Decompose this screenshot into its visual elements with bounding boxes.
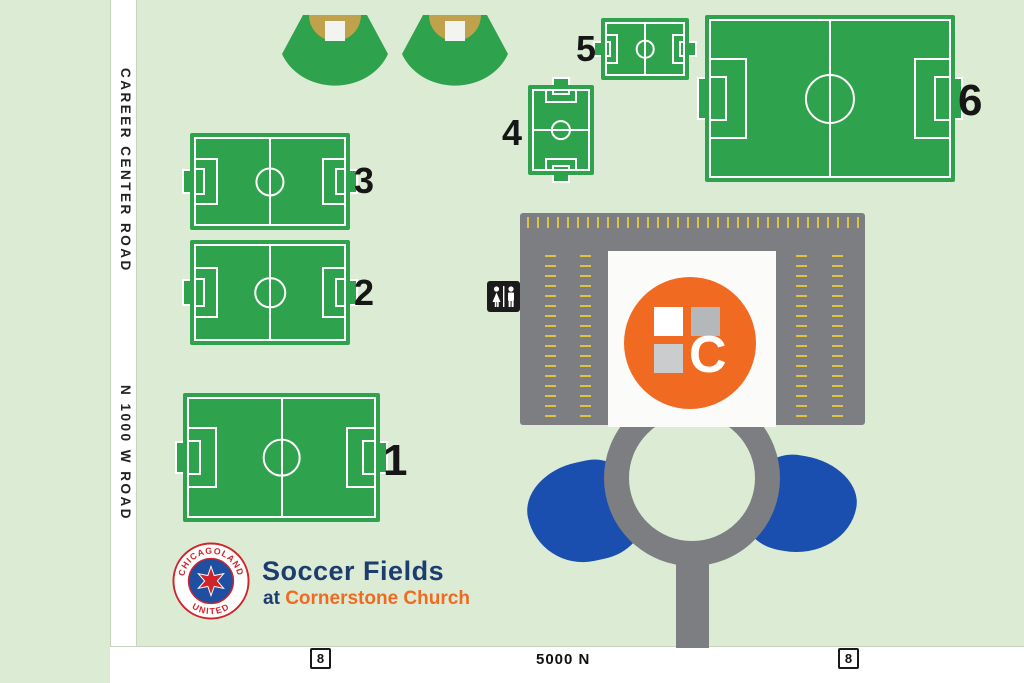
- pitch-penalty-box-right: [346, 426, 376, 489]
- pitch-goal-right: [380, 440, 388, 475]
- soccer-field-1: [175, 393, 388, 522]
- road-label-5000-n: 5000 N: [536, 651, 591, 668]
- pitch-penalty-box-left: [605, 34, 619, 64]
- logo-square-gray-top: [691, 307, 720, 336]
- pitch-goal-box-left: [552, 89, 570, 96]
- field-number-6: 6: [958, 76, 983, 125]
- 5000-n-road: [110, 646, 1024, 683]
- soccer-field-4: [528, 77, 594, 183]
- pitch-penalty-box-left: [187, 426, 217, 489]
- driveway-entrance: [676, 556, 709, 648]
- pitch-penalty-box-right: [322, 158, 346, 205]
- pitch-penalty-box-right: [913, 58, 951, 139]
- field-number-2: 2: [354, 272, 375, 313]
- legend-subtitle-main: Cornerstone Church: [285, 588, 470, 609]
- road-label-career-center: CAREER CENTER ROAD: [118, 68, 133, 273]
- restroom-icon: [487, 281, 520, 312]
- pitch-penalty-box-left: [194, 158, 218, 205]
- field-number-5: 5: [576, 28, 597, 69]
- baseball-diamond: [445, 21, 465, 41]
- soccer-field-6: [697, 15, 963, 182]
- soccer-field-3: [182, 133, 358, 230]
- pitch-goal-left: [552, 77, 570, 85]
- pitch-goal-right: [350, 278, 358, 307]
- parking-stalls-left-b: [580, 255, 591, 420]
- pitch-penalty-box-left: [194, 267, 218, 318]
- pitch-goal-right: [689, 40, 697, 58]
- pitch-goal-right: [552, 175, 570, 183]
- parking-stalls-right-a: [796, 255, 807, 420]
- church-logo-letter: C: [689, 326, 727, 384]
- pitch-penalty-box-right: [322, 267, 346, 318]
- baseball-outfield: [402, 15, 508, 86]
- pitch-goal-box-left: [194, 278, 206, 307]
- baseball-diamond: [325, 21, 345, 41]
- pitch-center-circle: [255, 166, 285, 197]
- legend-title: Soccer Fields: [262, 556, 445, 586]
- pitch-goal-box-right: [678, 40, 685, 58]
- pitch-center-circle: [262, 438, 301, 477]
- parking-stalls-top: [527, 217, 859, 228]
- legend-subtitle: at Cornerstone Church: [263, 588, 470, 610]
- pitch-goal-left: [182, 278, 190, 307]
- road-label-n-1000-w: N 1000 W ROAD: [118, 385, 133, 522]
- field-number-1: 1: [383, 436, 408, 485]
- church-logo-circle: C: [624, 277, 756, 409]
- pitch-center-circle: [254, 276, 286, 309]
- pitch-goal-left: [697, 76, 705, 121]
- pitch-penalty-box-right: [671, 34, 685, 64]
- field-number-3: 3: [354, 160, 375, 201]
- pitch-goal-left: [175, 440, 183, 475]
- pitch-goal-right: [350, 168, 358, 195]
- pitch-goal-box-right: [334, 168, 346, 195]
- pitch-goal-box-right: [334, 278, 346, 307]
- pitch-center-circle: [635, 39, 655, 59]
- parking-stalls-left-a: [545, 255, 556, 420]
- pitch-goal-right: [955, 76, 963, 121]
- pitch-goal-box-left: [194, 168, 206, 195]
- logo-square-gray-bottom: [654, 344, 683, 373]
- pitch-center-circle: [804, 73, 856, 124]
- baseball-field-right: [402, 15, 508, 86]
- pitch-goal-box-right: [552, 164, 570, 171]
- pitch-center-circle: [551, 120, 571, 140]
- pitch-goal-box-left: [187, 440, 201, 475]
- soccer-field-5: [593, 18, 697, 80]
- baseball-field-left: [282, 15, 388, 86]
- career-center-road: [110, 0, 137, 683]
- parking-stalls-right-b: [832, 255, 843, 420]
- soccer-field-2: [182, 240, 358, 345]
- badge-star-icon: [197, 564, 225, 598]
- logo-square-white: [654, 307, 683, 336]
- route-8-shield-right: 8: [838, 648, 859, 669]
- pitch-goal-box-right: [933, 75, 951, 122]
- pitch-goal-left: [182, 168, 190, 195]
- field-number-4: 4: [502, 112, 523, 153]
- chicagoland-united-badge: CHICAGOLAND UNITED: [172, 542, 250, 620]
- pitch-penalty-box-left: [709, 58, 747, 139]
- legend-subtitle-prefix: at: [263, 588, 286, 609]
- route-8-shield-left: 8: [310, 648, 331, 669]
- pitch-goal-box-right: [362, 440, 376, 475]
- badge-text-bottom: UNITED: [191, 601, 232, 616]
- pitch-goal-box-left: [605, 40, 612, 58]
- baseball-outfield: [282, 15, 388, 86]
- pitch-goal-box-left: [709, 75, 727, 122]
- pitch-goal-left: [593, 40, 601, 58]
